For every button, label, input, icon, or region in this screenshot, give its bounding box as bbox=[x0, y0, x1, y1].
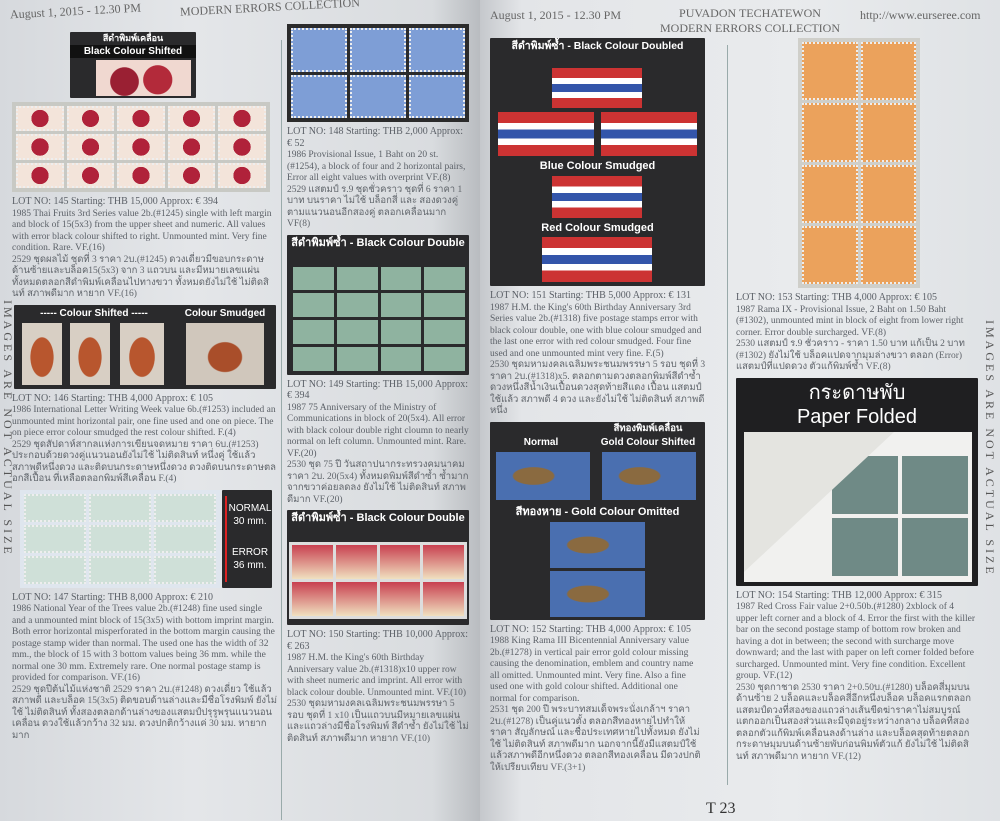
label-colour-shifted: ----- Colour Shifted ----- bbox=[40, 307, 148, 319]
right-column-1: สีดำพิมพ์ซ้ำ - Black Colour Doubled Blue… bbox=[490, 38, 708, 774]
lot-english-text: 1987 H.M. the King's 60th Birthday Anniv… bbox=[287, 653, 467, 698]
lot-146-stamps: ----- Colour Shifted ----- Colour Smudge… bbox=[14, 304, 276, 389]
label-gold-shift-thai: สีทองพิมพ์เคลื่อน bbox=[613, 422, 683, 434]
header-date: August 1, 2015 - 12.30 PM bbox=[490, 8, 622, 22]
label-black-colour-doubled: สีดำพิมพ์ซ้ำ - Black Colour Doubled bbox=[511, 40, 684, 52]
lot-145-block-of-15 bbox=[12, 102, 270, 192]
column-divider bbox=[281, 40, 282, 820]
header-title: MODERN ERRORS COLLECTION bbox=[659, 21, 840, 35]
label-paper-folded: Paper Folded bbox=[796, 405, 918, 428]
lot-152-description: LOT NO: 152 Starting: THB 4,000 Approx: … bbox=[490, 624, 702, 775]
lot-150-strip: สีดำพิมพ์ซ้ำ - Black Colour Double bbox=[287, 510, 469, 625]
lot-heading: LOT NO: 152 Starting: THB 4,000 Approx: … bbox=[490, 623, 692, 635]
lot-thai-text: 2530 ชุดมหามงคลเฉลิมพระชนมพรรษา 5 รอบ ชุ… bbox=[287, 699, 469, 744]
header-title: MODERN ERRORS COLLECTION bbox=[179, 0, 361, 19]
label-paper-folded-thai: กระดาษพับ bbox=[808, 381, 906, 404]
label-normal-size: 30 mm. bbox=[233, 515, 267, 527]
header-url: http://www.eurseree.com bbox=[860, 8, 981, 22]
lot-english-text: 1986 International Letter Writing Week v… bbox=[12, 405, 276, 438]
label-blue-colour-smudged: Blue Colour Smudged bbox=[539, 160, 656, 172]
lot-149-description: LOT NO: 149 Starting: THB 15,000 Approx:… bbox=[287, 379, 469, 507]
lot-english-text: 1987 Rama IX - Provisional Issue, 2 Baht… bbox=[736, 304, 964, 338]
left-column-1: สีดำพิมพ์เคลื่อน Black Colour Shifted LO… bbox=[12, 32, 278, 742]
lot-heading: LOT NO: 150 Starting: THB 10,000 Approx:… bbox=[287, 629, 469, 652]
lot-english-text: 1987 Red Cross Fair value 2+0.50b.(#1280… bbox=[736, 602, 975, 681]
lot-thai-text: 2529 ชุดสัปดาห์สากลแห่งการเขียนจดหมาย รา… bbox=[12, 439, 277, 485]
lot-147-description: LOT NO: 147 Starting: THB 8,000 Approx: … bbox=[12, 592, 278, 743]
label-red-colour-smudged: Red Colour Smudged bbox=[541, 222, 654, 234]
lot-english-text: 1986 Provisional Issue, 1 Baht on 20 st.… bbox=[287, 150, 466, 183]
lot-heading: LOT NO: 153 Starting: THB 4,000 Approx: … bbox=[736, 292, 938, 303]
left-catalog-page: August 1, 2015 - 12.30 PM MODERN ERRORS … bbox=[0, 0, 480, 821]
lot-146-description: LOT NO: 146 Starting: THB 4,000 Approx: … bbox=[12, 393, 278, 486]
lot-heading: LOT NO: 146 Starting: THB 4,000 Approx: … bbox=[12, 392, 214, 404]
column-divider bbox=[727, 45, 728, 785]
lot-147-images: NORMAL 30 mm. ERROR 36 mm. bbox=[20, 489, 278, 588]
lot-147-block-of-15 bbox=[20, 489, 220, 588]
lot-154-description: LOT NO: 154 Starting: THB 12,000 Approx:… bbox=[736, 590, 978, 764]
lot-thai-text: 2531 ชุด 200 ปี พระบาทสมเด็จพระนั่งเกล้า… bbox=[490, 705, 701, 773]
lot-149-block-of-20: สีดำพิมพ์ซ้ำ - Black Colour Double bbox=[287, 234, 469, 375]
right-catalog-page: August 1, 2015 - 12.30 PM PUVADON TECHAT… bbox=[480, 0, 1000, 821]
lot-150-description: LOT NO: 150 Starting: THB 10,000 Approx:… bbox=[287, 629, 469, 745]
label-gold-colour-omitted: สีทองหาย - Gold Colour Omitted bbox=[515, 505, 680, 518]
label-thai: สีดำพิมพ์เคลื่อน bbox=[102, 33, 164, 43]
lot-thai-text: 2529 แสตมป์ ร.9 ชุดชั่วคราว ชุดที่ 6 ราค… bbox=[287, 184, 463, 230]
left-column-2: LOT NO: 148 Starting: THB 2,000 Approx: … bbox=[287, 24, 469, 745]
label-black-colour-double: สีดำพิมพ์ซ้ำ - Black Colour Double bbox=[291, 236, 465, 249]
lot-thai-text: 2530 ชุดกาชาด 2530 ราคา 2+0.50บ.(#1280) … bbox=[736, 682, 971, 762]
lot-heading: LOT NO: 151 Starting: THB 5,000 Approx: … bbox=[490, 290, 692, 301]
label-black-colour-shifted: Black Colour Shifted bbox=[70, 45, 196, 58]
lot-heading: LOT NO: 154 Starting: THB 12,000 Approx:… bbox=[736, 589, 943, 601]
label-error-size: 36 mm. bbox=[233, 559, 267, 571]
lot-153-description: LOT NO: 153 Starting: THB 4,000 Approx: … bbox=[736, 292, 978, 374]
lot-thai-text: 2530 ชุด 75 ปี วันสถาปนากระทรวงคมนาคม รา… bbox=[287, 460, 469, 505]
lot-english-text: 1986 National Year of the Trees value 2b… bbox=[12, 604, 275, 683]
label-colour-smudged: Colour Smudged bbox=[184, 307, 266, 319]
side-notice: IMAGES ARE NOT ACTUAL SIZE bbox=[1, 300, 15, 557]
lot-148-description: LOT NO: 148 Starting: THB 2,000 Approx: … bbox=[287, 126, 469, 231]
lot-english-text: 1987 H.M. the King's 60th Birthday Anniv… bbox=[490, 302, 702, 359]
lot-148-stamps bbox=[287, 24, 469, 122]
label-normal: Normal bbox=[523, 436, 559, 448]
lot-thai-text: 2529 ชุดปีต้นไม้แห่งชาติ 2529 ราคา 2บ.(#… bbox=[12, 684, 278, 741]
lot-145-description: LOT NO: 145 Starting: THB 15,000 Approx:… bbox=[12, 196, 278, 301]
header-author: PUVADON TECHATEWON bbox=[679, 6, 821, 20]
lot-147-size-legend: NORMAL 30 mm. ERROR 36 mm. bbox=[222, 489, 272, 588]
side-notice: IMAGES ARE NOT ACTUAL SIZE bbox=[983, 320, 997, 577]
lot-heading: LOT NO: 149 Starting: THB 15,000 Approx:… bbox=[287, 378, 469, 402]
red-measure-line bbox=[225, 495, 227, 582]
lot-151-description: LOT NO: 151 Starting: THB 5,000 Approx: … bbox=[490, 290, 708, 418]
lot-english-text: 1988 King Rama III Bicentennial Annivers… bbox=[490, 636, 694, 704]
label-normal: NORMAL bbox=[228, 502, 272, 514]
lot-english-text: 1987 75 Anniversary of the Ministry of C… bbox=[287, 402, 469, 459]
lot-151-stamps: สีดำพิมพ์ซ้ำ - Black Colour Doubled Blue… bbox=[490, 38, 705, 286]
lot-thai-text: 2530 ชุดมหามงคลเฉลิมพระชนมพรรษา 5 รอบ ชุ… bbox=[490, 360, 706, 416]
lot-heading: LOT NO: 148 Starting: THB 2,000 Approx: … bbox=[287, 126, 464, 149]
lot-thai-text: 2530 แสตมป์ ร.9 ชั่วคราว - ราคา 1.50 บาท… bbox=[736, 339, 965, 372]
right-column-2: LOT NO: 153 Starting: THB 4,000 Approx: … bbox=[736, 38, 978, 763]
lot-154-stamps: กระดาษพับ Paper Folded bbox=[736, 377, 978, 586]
label-black-colour-double: สีดำพิมพ์ซ้ำ - Black Colour Double bbox=[291, 512, 465, 524]
fruit-stamp-image bbox=[96, 60, 191, 96]
lot-heading: LOT NO: 145 Starting: THB 15,000 Approx:… bbox=[12, 196, 219, 207]
label-error: ERROR bbox=[231, 546, 269, 558]
lot-152-stamps: Normal สีทองพิมพ์เคลื่อน Gold Colour Shi… bbox=[490, 421, 705, 620]
label-gold-colour-shifted: Gold Colour Shifted bbox=[600, 436, 696, 448]
page-number: T 23 bbox=[706, 800, 736, 817]
lot-heading: LOT NO: 147 Starting: THB 8,000 Approx: … bbox=[12, 591, 214, 603]
lot-153-block-of-8 bbox=[798, 38, 920, 288]
lot-thai-text: 2529 ชุดผลไม้ ชุดที่ 3 ราคา 2บ.(#1245) ด… bbox=[12, 254, 269, 300]
lot-145-single-stamp: สีดำพิมพ์เคลื่อน Black Colour Shifted bbox=[70, 32, 196, 98]
lot-english-text: 1985 Thai Fruits 3rd Series value 2b.(#1… bbox=[12, 208, 272, 254]
header-date: August 1, 2015 - 12.30 PM bbox=[9, 0, 142, 22]
